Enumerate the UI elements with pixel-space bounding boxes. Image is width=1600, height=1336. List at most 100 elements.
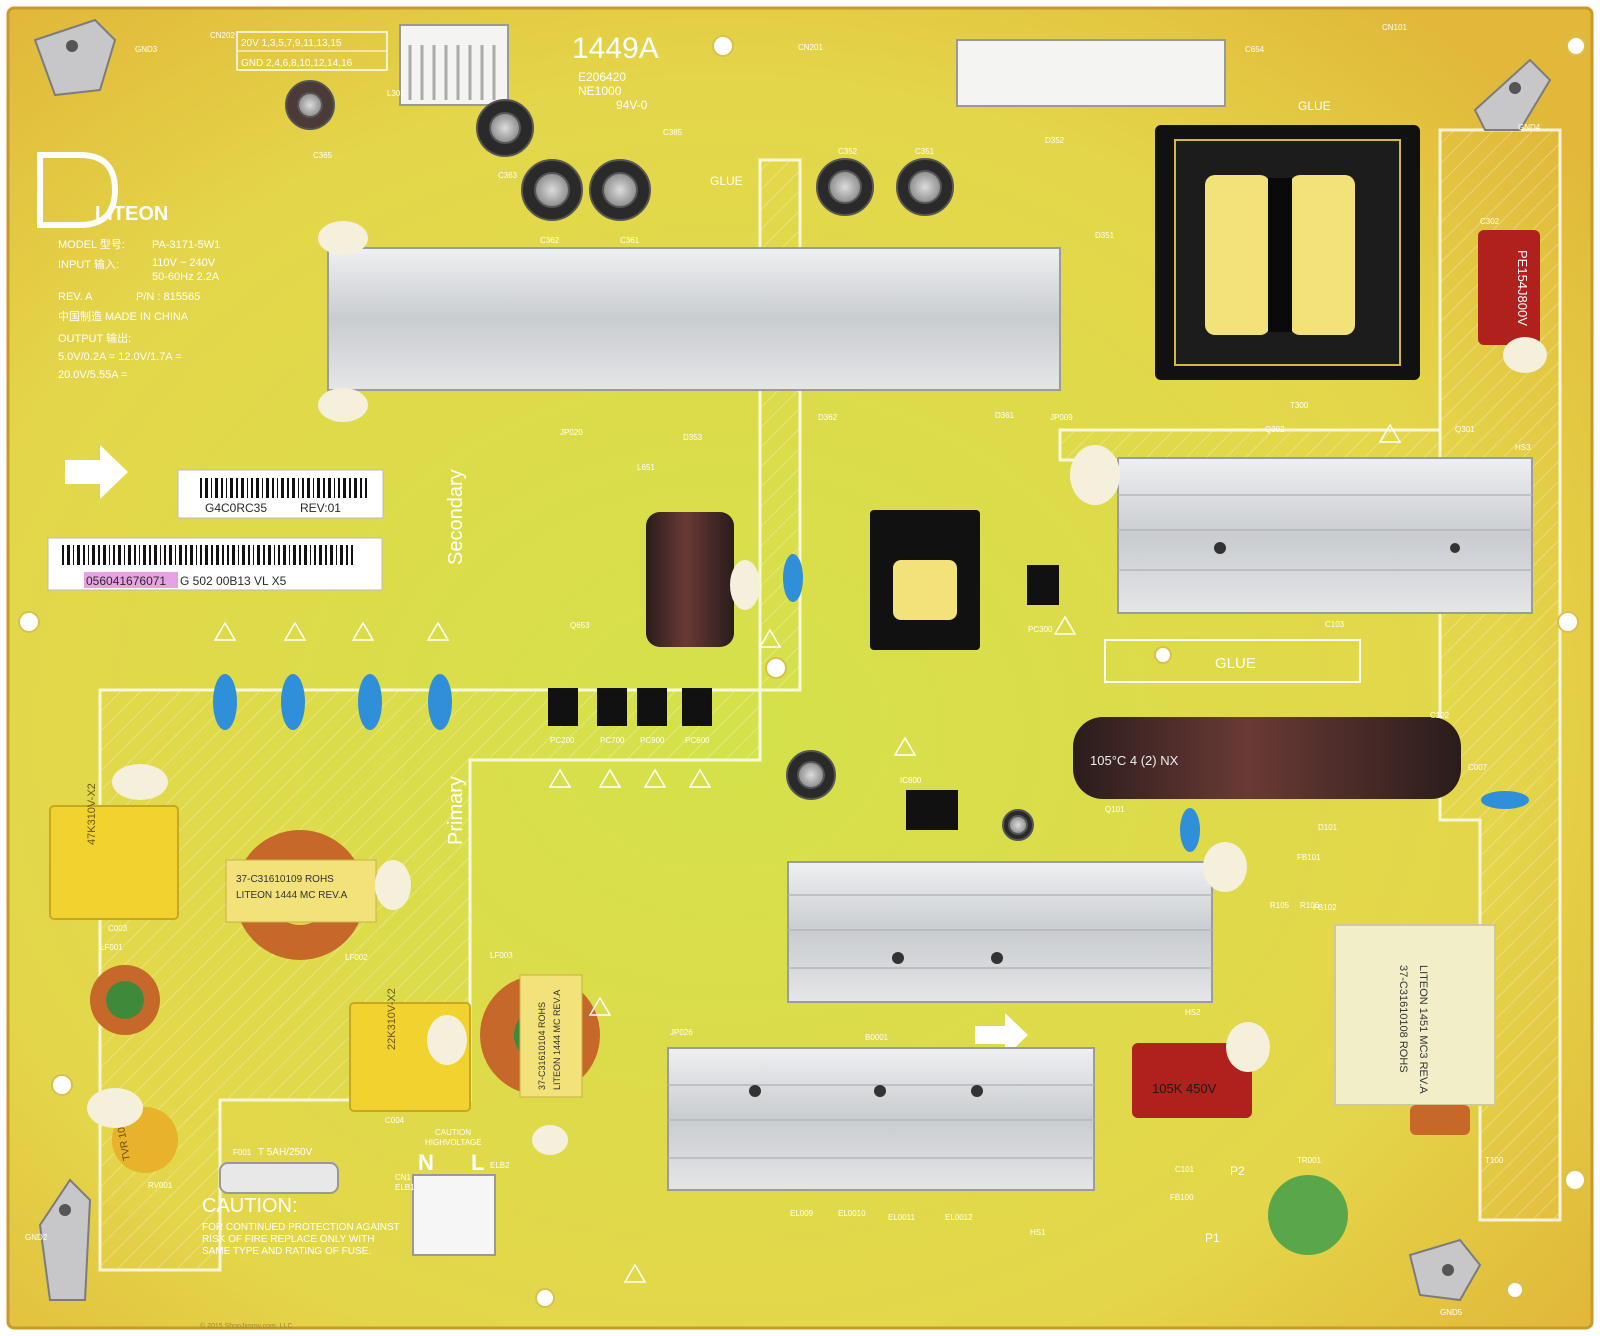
refdes-c003: C003 bbox=[108, 924, 128, 933]
refdes-c361: C361 bbox=[620, 236, 640, 245]
refdes-el009: EL009 bbox=[790, 1209, 814, 1218]
choke-2b-label: LITEON 1444 MC REV.A bbox=[552, 990, 562, 1090]
bulk-cap-label: 105°C 4 (2) NX bbox=[1090, 753, 1179, 768]
refdes-cn1: CN1 bbox=[395, 1173, 412, 1182]
refdes-q101: Q101 bbox=[1105, 805, 1125, 814]
refdes-c007: C007 bbox=[1468, 763, 1488, 772]
x-cap-2-label: 22K310V-X2 bbox=[386, 988, 398, 1050]
flame-rating: 94V-0 bbox=[616, 98, 648, 112]
common-mode-choke-lf003: 37-C31610104 ROHS LITEON 1444 MC REV.A bbox=[480, 974, 600, 1098]
copyright: © 2015 ShopJimmy.com, LLC bbox=[200, 1322, 293, 1330]
toroid-lf001 bbox=[90, 965, 160, 1035]
refdes-b0001: B0001 bbox=[865, 1033, 889, 1042]
t100-label-2: LITEON 1451 MC3 REV.A bbox=[1417, 965, 1429, 1094]
ul-code-1: E206420 bbox=[578, 70, 626, 84]
refdes-gnd3: GND3 bbox=[135, 45, 158, 54]
heatsink-hs1 bbox=[667, 1047, 1095, 1191]
refdes-ic600: IC600 bbox=[900, 776, 922, 785]
choke-1b-label: LITEON 1444 MC REV.A bbox=[236, 890, 348, 901]
choke-1-label: 37-C31610109 ROHS bbox=[236, 874, 334, 885]
refdes-r105: R105 bbox=[1270, 901, 1290, 910]
fuse-f001 bbox=[219, 1162, 339, 1194]
film-cap-1-label: PE154J800V bbox=[1515, 250, 1530, 326]
connector-cn202 bbox=[399, 24, 509, 106]
refdes-t100: T100 bbox=[1485, 1156, 1504, 1165]
rev-label: REV. A bbox=[58, 291, 93, 303]
reference-designators: GND3 GND4 GND2 GND5 CN202 CN201 CN101 CN… bbox=[25, 23, 1541, 1317]
refdes-pc600: PC600 bbox=[685, 736, 710, 745]
input-value-2: 50-60Hz 2.2A bbox=[152, 271, 220, 283]
cn202-pins bbox=[408, 45, 496, 100]
secondary-label: Secondary bbox=[445, 469, 467, 565]
refdes-tr001: TR001 bbox=[1297, 1156, 1322, 1165]
refdes-q301: Q301 bbox=[1455, 425, 1475, 434]
refdes-cn201: CN201 bbox=[798, 43, 823, 52]
date-code: 1449A bbox=[572, 32, 659, 65]
output-line-1: 5.0V/0.2A = 12.0V/1.7A = bbox=[58, 351, 182, 363]
heatsink-hs3 bbox=[1117, 457, 1533, 614]
caution-line-2: RISK OF FIRE REPLACE ONLY WITH bbox=[202, 1234, 374, 1245]
refdes-jp026: JP026 bbox=[670, 1028, 693, 1037]
refdes-r106: R106 bbox=[1300, 901, 1320, 910]
refdes-c352: C352 bbox=[838, 147, 858, 156]
model-value: PA-3171-5W1 bbox=[152, 239, 220, 251]
mains-l: L bbox=[471, 1150, 484, 1175]
transformer-t300 bbox=[1155, 125, 1420, 380]
connector-cn101 bbox=[956, 39, 1226, 107]
refdes-pc300: PC300 bbox=[1028, 625, 1053, 634]
refdes-d353: D353 bbox=[683, 433, 703, 442]
refdes-d351: D351 bbox=[1095, 231, 1115, 240]
transformer-t100: 37-C31610108 ROHS LITEON 1451 MC3 REV.A bbox=[1334, 924, 1496, 1135]
refdes-c351: C351 bbox=[915, 147, 935, 156]
choke-2-label: 37-C31610104 ROHS bbox=[537, 1002, 547, 1090]
refdes-jp020: JP020 bbox=[560, 428, 583, 437]
refdes-jp009: JP009 bbox=[1050, 413, 1073, 422]
refdes-c102: C102 bbox=[1430, 711, 1450, 720]
refdes-d101: D101 bbox=[1318, 823, 1338, 832]
heatsink-fins bbox=[668, 494, 1532, 1159]
barcode-2 bbox=[62, 545, 353, 565]
refdes-gnd4: GND4 bbox=[1518, 123, 1541, 132]
refdes-fb101: FB101 bbox=[1297, 853, 1321, 862]
glue-blobs bbox=[87, 221, 1547, 1155]
heatsink-screw-holes bbox=[749, 542, 1460, 1097]
refdes-l651: L651 bbox=[637, 463, 655, 472]
refdes-cn202: CN202 bbox=[210, 31, 235, 40]
transformer-t600 bbox=[870, 510, 980, 650]
glue-label-2: GLUE bbox=[710, 174, 743, 188]
refdes-gnd2: GND2 bbox=[25, 1233, 48, 1242]
caution-title: CAUTION: bbox=[202, 1195, 298, 1217]
liteon-logo: LITEON bbox=[37, 152, 168, 228]
film-capacitor-c101: 105K 450V bbox=[1132, 1043, 1252, 1118]
board-rev: REV:01 bbox=[300, 501, 341, 515]
refdes-f001: F001 bbox=[233, 1148, 252, 1157]
x-cap-1-label: 47K310V-X2 bbox=[86, 783, 98, 845]
refdes-hs2: HS2 bbox=[1185, 1008, 1201, 1017]
t100-label: 37-C31610108 ROHS bbox=[1397, 965, 1409, 1073]
refdes-lf003: LF003 bbox=[490, 951, 513, 960]
primary-label: Primary bbox=[445, 776, 467, 845]
refdes-c654: C654 bbox=[1245, 45, 1265, 54]
refdes-q653: Q653 bbox=[570, 621, 590, 630]
model-label: MODEL 型号: bbox=[58, 237, 125, 251]
caution-line-1: FOR CONTINUED PROTECTION AGAINST bbox=[202, 1222, 400, 1233]
warning-triangle-icons bbox=[213, 423, 1402, 1283]
refdes-elb2: ELB2 bbox=[490, 1161, 510, 1170]
serial-sticker: 056041676071 G 502 00B13 VL X5 bbox=[47, 537, 383, 591]
output-line-2: 20.0V/5.55A = bbox=[58, 369, 127, 381]
refdes-hs3: HS3 bbox=[1515, 443, 1531, 452]
refdes-p1: P1 bbox=[1205, 1231, 1220, 1245]
refdes-p2: P2 bbox=[1230, 1164, 1245, 1178]
ul-code-2: NE1000 bbox=[578, 84, 622, 98]
fuse-rating: T 5AH/250V bbox=[258, 1147, 313, 1158]
refdes-d362: D362 bbox=[818, 413, 838, 422]
board-code-sticker: G4C0RC35 REV:01 bbox=[177, 469, 384, 519]
glue-label-3: GLUE bbox=[1215, 655, 1256, 672]
board-code: G4C0RC35 bbox=[205, 501, 267, 515]
caution-block: CAUTION: FOR CONTINUED PROTECTION AGAINS… bbox=[202, 1195, 400, 1257]
refdes-d361: D361 bbox=[995, 411, 1015, 420]
film-capacitor-c302: PE154J800V bbox=[1478, 230, 1540, 345]
refdes-d352: D352 bbox=[1045, 136, 1065, 145]
refdes-t300: T300 bbox=[1290, 401, 1309, 410]
arrow-right-icon-2 bbox=[975, 1013, 1028, 1057]
